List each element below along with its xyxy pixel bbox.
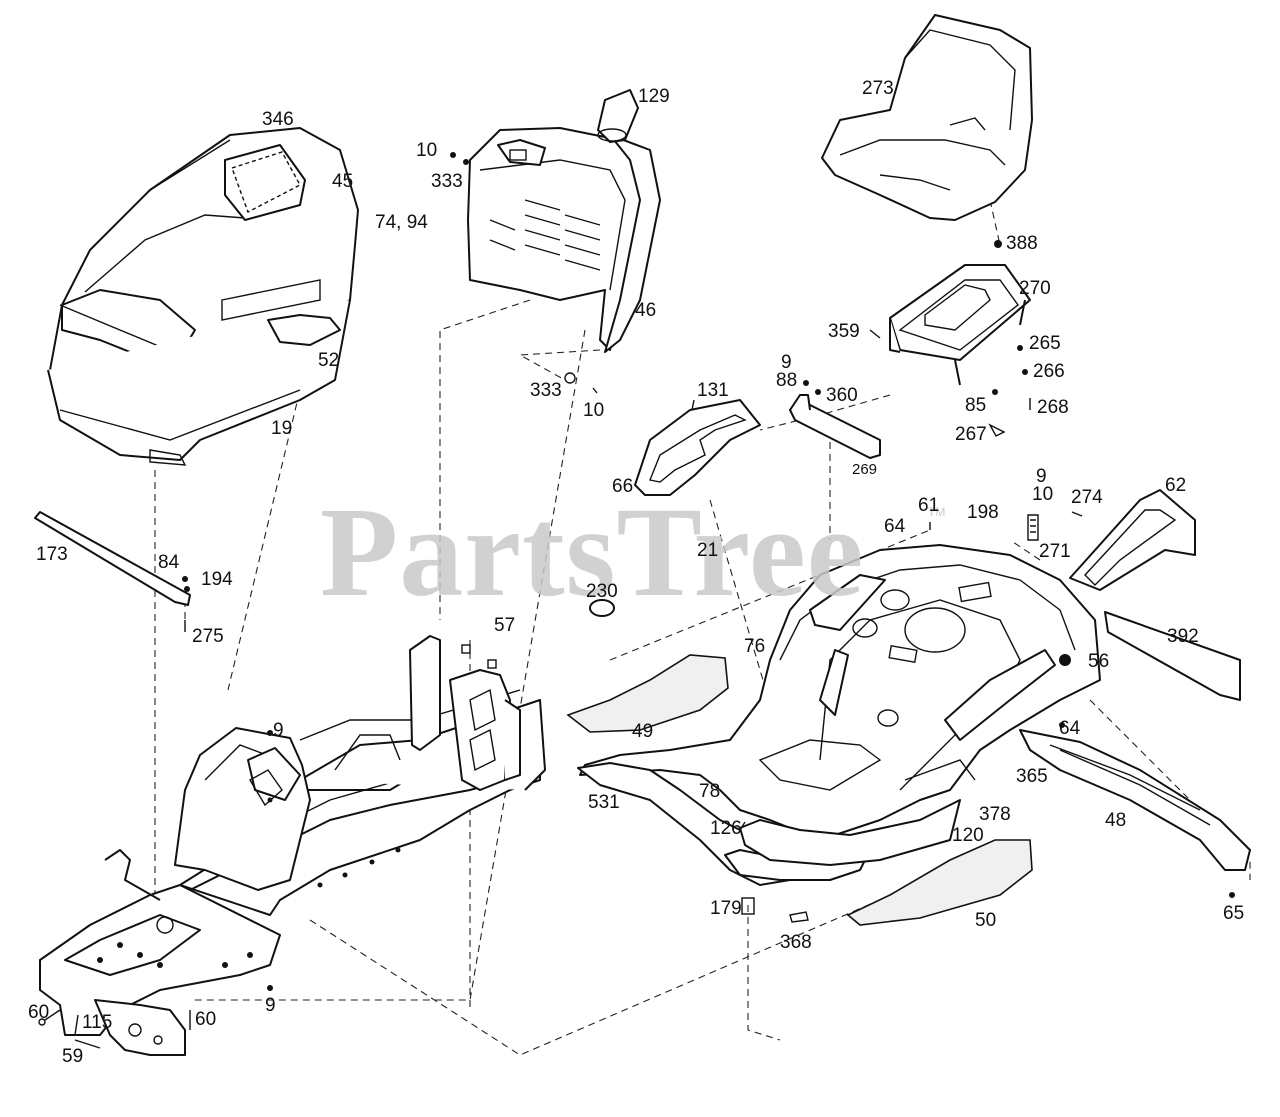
callout-76[interactable]: 76 xyxy=(744,636,766,657)
callout-115[interactable]: 115 xyxy=(82,1012,113,1033)
watermark: PartsTree xyxy=(320,481,865,623)
callout-274[interactable]: 274 xyxy=(1071,487,1103,508)
callout-74-94[interactable]: 74, 94 xyxy=(375,212,428,233)
callout-173[interactable]: 173 xyxy=(36,544,68,565)
callout-269[interactable]: 269 xyxy=(852,461,878,478)
hardware xyxy=(450,152,1235,923)
callout-56[interactable]: 56 xyxy=(1088,651,1110,672)
callout-365[interactable]: 365 xyxy=(1016,766,1048,787)
callout-179[interactable]: 179 xyxy=(710,898,742,919)
callout-50[interactable]: 50 xyxy=(975,910,997,931)
callout-85[interactable]: 85 xyxy=(965,395,987,416)
callout-45[interactable]: 45 xyxy=(332,171,354,192)
callout-265[interactable]: 265 xyxy=(1029,333,1061,354)
callout-275[interactable]: 275 xyxy=(192,626,224,647)
frame xyxy=(38,635,546,1056)
callout-46[interactable]: 46 xyxy=(635,300,657,321)
callout-270[interactable]: 270 xyxy=(1019,278,1051,299)
fender-ext xyxy=(1069,489,1241,701)
callout-126[interactable]: 126 xyxy=(710,818,742,839)
callout-84[interactable]: 84 xyxy=(158,552,180,573)
callout-60[interactable]: 60 xyxy=(28,1002,50,1023)
callout-273[interactable]: 273 xyxy=(862,78,894,99)
callout-59[interactable]: 59 xyxy=(62,1046,84,1067)
callout-230[interactable]: 230 xyxy=(586,581,618,602)
callout-64[interactable]: 64 xyxy=(884,516,906,537)
callout-131[interactable]: 131 xyxy=(697,380,729,401)
callout-52[interactable]: 52 xyxy=(318,350,340,371)
callout-346[interactable]: 346 xyxy=(262,109,294,130)
callout-392[interactable]: 392 xyxy=(1167,626,1199,647)
callout-66[interactable]: 66 xyxy=(612,476,634,497)
callout-120[interactable]: 120 xyxy=(952,825,984,846)
fender-body xyxy=(577,544,1101,886)
callout-88[interactable]: 88 xyxy=(776,370,798,391)
callout-62[interactable]: 62 xyxy=(1165,475,1187,496)
callout-378[interactable]: 378 xyxy=(979,804,1011,825)
callout-10[interactable]: 10 xyxy=(416,140,438,161)
callout-360[interactable]: 360 xyxy=(826,385,858,406)
callout-9[interactable]: 9 xyxy=(1036,466,1047,487)
callout-57[interactable]: 57 xyxy=(494,615,516,636)
callout-194[interactable]: 194 xyxy=(201,569,233,590)
callout-129[interactable]: 129 xyxy=(638,86,670,107)
seat xyxy=(821,14,1033,221)
callout-61[interactable]: 61 xyxy=(918,495,940,516)
callout-271[interactable]: 271 xyxy=(1039,541,1071,562)
callout-388[interactable]: 388 xyxy=(1006,233,1038,254)
callout-10[interactable]: 10 xyxy=(583,400,605,421)
callout-21[interactable]: 21 xyxy=(697,540,719,561)
callout-359[interactable]: 359 xyxy=(828,321,860,342)
callout-19[interactable]: 19 xyxy=(271,418,293,439)
callout-10[interactable]: 10 xyxy=(1032,484,1054,505)
callout-60[interactable]: 60 xyxy=(195,1009,217,1030)
running-board xyxy=(1019,729,1251,871)
boot-part xyxy=(597,89,639,143)
callout-64[interactable]: 64 xyxy=(1059,718,1081,739)
drag-link xyxy=(34,511,191,632)
cap-230 xyxy=(589,599,615,617)
callout-333[interactable]: 333 xyxy=(431,171,463,192)
callout-531[interactable]: 531 xyxy=(588,792,620,813)
callout-267[interactable]: 267 xyxy=(955,424,987,445)
dash-panel xyxy=(467,127,661,353)
seat-bracket xyxy=(789,394,881,459)
callout-368[interactable]: 368 xyxy=(780,932,812,953)
callout-198[interactable]: 198 xyxy=(967,502,999,523)
callout-333[interactable]: 333 xyxy=(530,380,562,401)
callout-9[interactable]: 9 xyxy=(273,720,284,741)
foot-mats xyxy=(566,654,1033,926)
watermark-tm: TM xyxy=(928,505,946,519)
seat-pan xyxy=(889,264,1031,386)
callout-266[interactable]: 266 xyxy=(1033,361,1065,382)
callout-78[interactable]: 78 xyxy=(699,781,721,802)
callout-9[interactable]: 9 xyxy=(265,995,276,1016)
hood xyxy=(47,127,359,466)
callout-65[interactable]: 65 xyxy=(1223,903,1245,924)
callout-48[interactable]: 48 xyxy=(1105,810,1127,831)
callout-9[interactable]: 9 xyxy=(781,352,792,373)
callout-268[interactable]: 268 xyxy=(1037,397,1069,418)
shift-plate xyxy=(634,399,761,496)
callout-49[interactable]: 49 xyxy=(632,721,654,742)
